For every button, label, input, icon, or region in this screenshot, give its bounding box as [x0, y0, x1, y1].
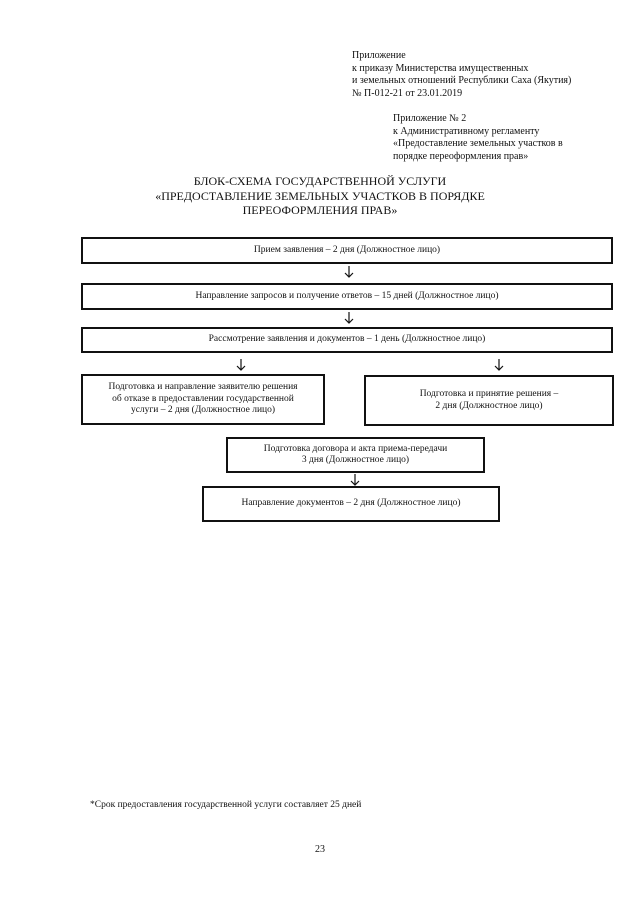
page-title: БЛОК-СХЕМА ГОСУДАРСТВЕННОЙ УСЛУГИ «ПРЕДО… [110, 174, 530, 218]
arrow-down-icon [344, 312, 354, 324]
flow-step-text: Направление запросов и получение ответов… [195, 290, 499, 301]
flow-step-contract-preparation: Подготовка договора и акта приема-переда… [226, 437, 485, 473]
flow-step-text: Подготовка договора и акта приема-переда… [263, 443, 448, 454]
regulation-appendix-line: Приложение № 2 [393, 113, 467, 124]
title-line: ПЕРЕОФОРМЛЕНИЯ ПРАВ» [242, 203, 398, 217]
flow-step-receive-application: Прием заявления – 2 дня (Должностное лиц… [81, 237, 613, 264]
regulation-appendix-note: Приложение № 2 к Административному регла… [393, 113, 563, 163]
flow-step-text: Прием заявления – 2 дня (Должностное лиц… [253, 244, 441, 255]
footnote: *Срок предоставления государственной усл… [90, 800, 362, 810]
arrow-down-icon [236, 359, 246, 371]
order-appendix-note: Приложение к приказу Министерства имущес… [352, 50, 571, 100]
flow-step-text: 3 дня (Должностное лицо) [301, 455, 410, 465]
flow-step-text: услуги – 2 дня (Должностное лицо) [130, 405, 276, 416]
flow-step-text: Подготовка и направление заявителю решен… [108, 382, 298, 393]
flow-step-text: 2 дня (Должностное лицо) [435, 400, 543, 411]
flow-step-send-documents: Направление документов – 2 дня (Должност… [202, 486, 500, 522]
order-appendix-line: Приложение [352, 50, 406, 61]
order-appendix-line: и земельных отношений Республики Саха (Я… [352, 75, 572, 86]
regulation-appendix-line: «Предоставление земельных участков в [393, 138, 563, 149]
flow-step-text: Рассмотрение заявления и документов – 1 … [208, 334, 486, 345]
flow-step-text: Подготовка и принятие решения – [419, 389, 559, 399]
order-appendix-line: № П-012-21 от 23.01.2019 [352, 87, 463, 99]
arrow-down-icon [494, 359, 504, 371]
flow-step-refusal-decision: Подготовка и направление заявителю решен… [81, 374, 325, 425]
title-line: БЛОК-СХЕМА ГОСУДАРСТВЕННОЙ УСЛУГИ [193, 174, 447, 188]
flow-step-text: об отказе в предоставлении государственн… [112, 393, 294, 404]
regulation-appendix-line: порядке переоформления прав» [393, 150, 529, 162]
flow-step-text: Направление документов – 2 дня (Должност… [241, 498, 461, 509]
flow-step-send-requests: Направление запросов и получение ответов… [81, 283, 613, 310]
order-appendix-line: к приказу Министерства имущественных [352, 62, 529, 74]
regulation-appendix-line: к Административному регламенту [393, 125, 540, 137]
flow-step-review-application: Рассмотрение заявления и документов – 1 … [81, 327, 613, 353]
title-line: «ПРЕДОСТАВЛЕНИЕ ЗЕМЕЛЬНЫХ УЧАСТКОВ В ПОР… [155, 188, 485, 203]
page-number: 23 [315, 844, 325, 855]
arrow-down-icon [350, 474, 360, 486]
flow-step-accept-decision: Подготовка и принятие решения – 2 дня (Д… [364, 375, 614, 426]
arrow-down-icon [344, 266, 354, 278]
